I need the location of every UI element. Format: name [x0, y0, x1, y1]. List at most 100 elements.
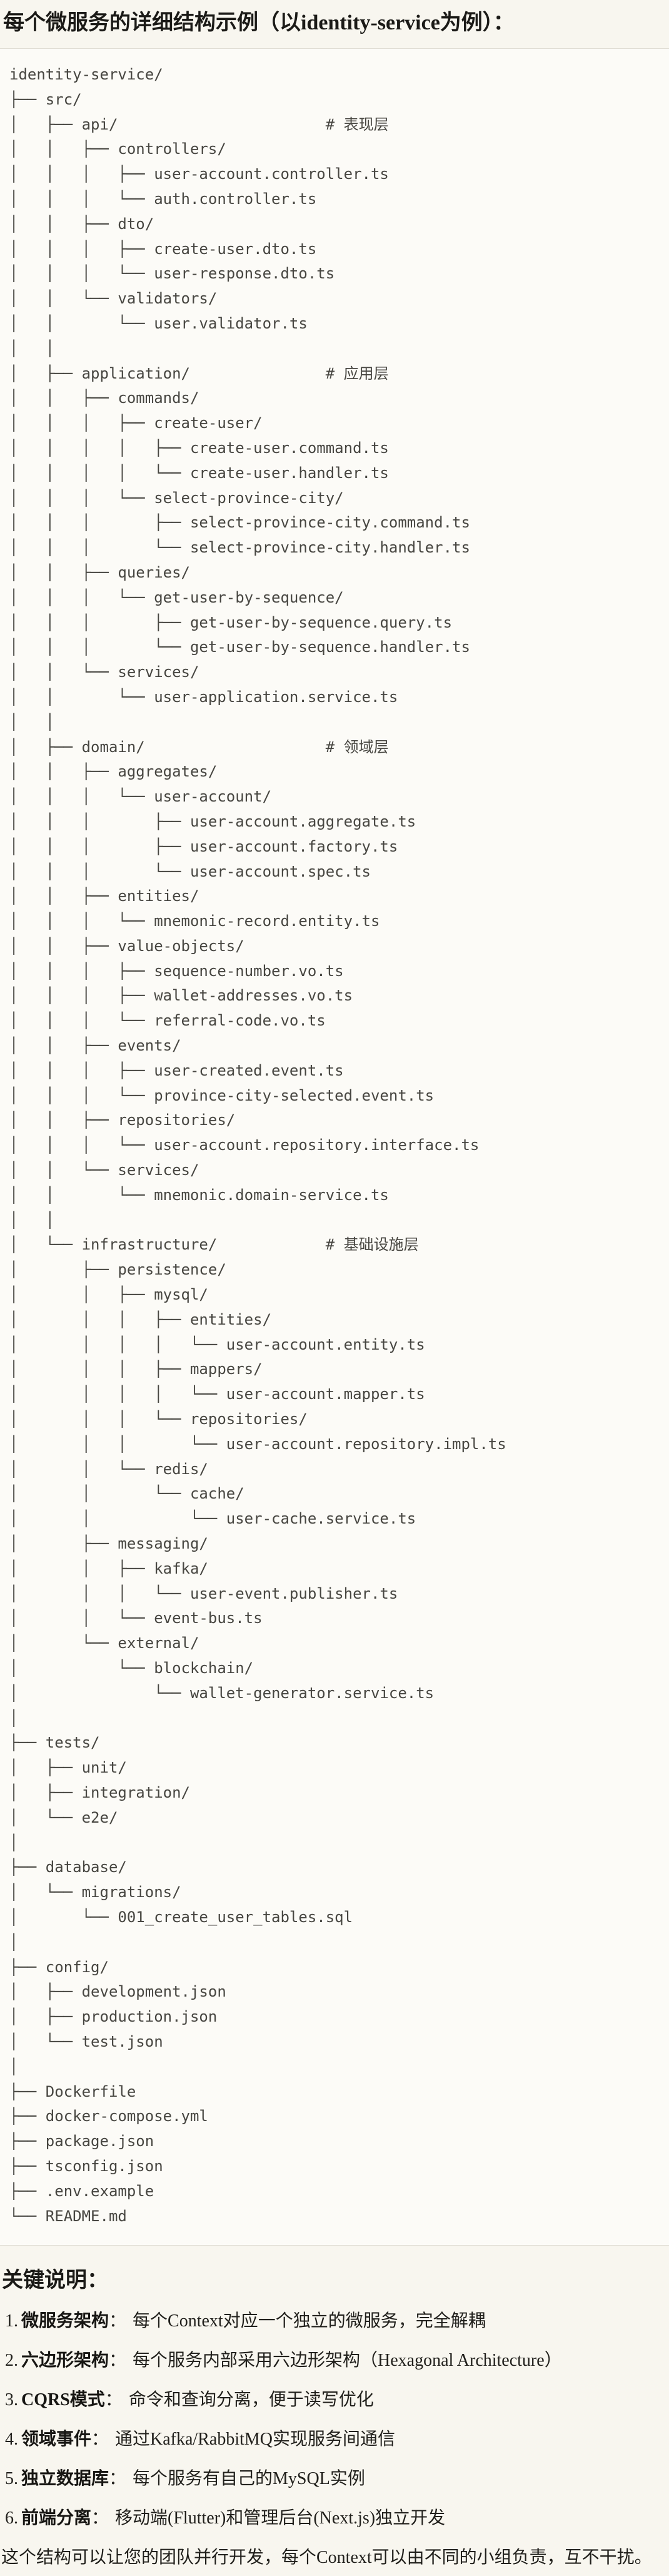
note-term: CQRS模式 [21, 2390, 105, 2410]
note-description: 每个服务有自己的MySQL实例 [133, 2469, 365, 2489]
tree-line: │ ├── messaging/ [9, 1535, 208, 1553]
closing-paragraph: 这个结构可以让您的团队并行开发，每个Context可以由不同的小组负责，互不干扰… [1, 2548, 652, 2568]
tree-line: │ ├── unit/ [9, 1759, 127, 1777]
note-description: 通过Kafka/RabbitMQ实现服务间通信 [115, 2430, 395, 2450]
note-term: 独立数据库 [21, 2469, 109, 2489]
tree-line: │ │ └── validators/ [9, 290, 218, 308]
tree-line: │ │ │ ├── create-user/ [9, 414, 263, 432]
note-description: 每个服务内部采用六边形架构（Hexagonal Architecture） [133, 2351, 562, 2371]
tree-line: │ │ │ ├── wallet-addresses.vo.ts [9, 987, 353, 1005]
tree-line: │ │ ├── aggregates/ [9, 763, 218, 781]
tree-line: │ [9, 1933, 19, 1951]
note-term: 六边形架构 [21, 2351, 109, 2371]
tree-line: │ ├── domain/ # 领域层 [9, 738, 389, 756]
tree-line: │ │ │ ├── user-account.factory.ts [9, 837, 398, 855]
tree-line: │ │ │ └── auth.controller.ts [9, 190, 317, 208]
tree-line: │ │ │ ├── select-province-city.command.t… [9, 514, 470, 532]
tree-line: │ [9, 1709, 19, 1727]
tree-line: │ │ └── mnemonic.domain-service.ts [9, 1186, 389, 1204]
tree-line: │ │ └── redis/ [9, 1460, 208, 1478]
tree-line: │ └── infrastructure/ # 基础设施层 [9, 1236, 419, 1254]
tree-line: │ │ └── event-bus.ts [9, 1609, 263, 1627]
tree-line: │ │ │ │ └── create-user.handler.ts [9, 464, 389, 482]
tree-line: ├── tsconfig.json [9, 2157, 163, 2175]
tree-line: │ │ [9, 713, 55, 731]
tree-line: ├── package.json [9, 2132, 154, 2151]
tree-line: │ ├── application/ # 应用层 [9, 364, 389, 382]
tree-line: │ │ │ └── get-user-by-sequence/ [9, 588, 344, 606]
tree-line: │ ├── production.json [9, 2008, 218, 2026]
tree-line: │ │ ├── value-objects/ [9, 937, 244, 955]
page-title: 每个微服务的详细结构示例（以identity-service为例）： [3, 11, 515, 34]
tree-line: │ │ │ ├── get-user-by-sequence.query.ts [9, 613, 453, 631]
tree-line: │ │ │ ├── sequence-number.vo.ts [9, 962, 344, 980]
tree-line: │ │ └── cache/ [9, 1485, 244, 1503]
note-description: 移动端(Flutter)和管理后台(Next.js)独立开发 [115, 2508, 446, 2528]
tree-line: ├── docker-compose.yml [9, 2107, 208, 2125]
tree-line: │ │ │ ├── entities/ [9, 1310, 272, 1328]
note-separator: ： [109, 2469, 127, 2489]
note-item: 4.领域事件：通过Kafka/RabbitMQ实现服务间通信 [5, 2428, 669, 2451]
note-item: 5.独立数据库： 每个服务有自己的MySQL实例 [5, 2468, 669, 2490]
note-item: 2.六边形架构： 每个服务内部采用六边形架构（Hexagonal Architec… [5, 2349, 669, 2372]
tree-line: │ │ │ └── select-province-city/ [9, 489, 344, 507]
note-separator: ： [109, 2351, 127, 2371]
code-block: identity-service/ ├── src/ │ ├── api/ # … [0, 48, 669, 2246]
tree-line: │ │ │ └── select-province-city.handler.t… [9, 539, 470, 557]
tree-line: │ │ ├── commands/ [9, 389, 199, 407]
tree-line: │ │ [9, 339, 55, 357]
document: 每个微服务的详细结构示例（以identity-service为例）： ident… [0, 9, 669, 2569]
tree-line: │ │ [9, 1211, 55, 1229]
tree-line: │ ├── integration/ [9, 1783, 190, 1801]
tree-line: │ │ ├── repositories/ [9, 1111, 236, 1129]
note-number: 4. [5, 2430, 18, 2450]
note-number: 5. [5, 2469, 18, 2489]
tree-line: │ │ └── services/ [9, 663, 199, 681]
tree-line: │ │ │ ├── mappers/ [9, 1360, 263, 1378]
tree-line: │ │ ├── entities/ [9, 887, 199, 905]
tree-line: │ └── 001_create_user_tables.sql [9, 1908, 353, 1926]
tree-line: │ ├── api/ # 表现层 [9, 115, 389, 133]
tree-line: │ │ │ └── user-event.publisher.ts [9, 1584, 398, 1602]
tree-line: │ └── test.json [9, 2032, 163, 2050]
tree-line: ├── src/ [9, 90, 82, 108]
directory-tree: identity-service/ ├── src/ │ ├── api/ # … [9, 63, 659, 2229]
tree-line: └── README.md [9, 2207, 127, 2225]
note-number: 3. [5, 2390, 18, 2410]
tree-line: │ │ └── services/ [9, 1161, 199, 1179]
note-term: 领域事件 [21, 2430, 92, 2450]
note-separator: ： [91, 2508, 109, 2528]
tree-line: │ │ │ └── get-user-by-sequence.handler.t… [9, 638, 470, 656]
tree-line: │ │ ├── queries/ [9, 563, 190, 581]
notes-list: 1.微服务架构：每个Context对应一个独立的微服务，完全解耦 2.六边形架构… [0, 2310, 669, 2530]
tree-line: │ │ │ ├── user-account.controller.ts [9, 165, 389, 183]
note-separator: ： [109, 2311, 127, 2331]
tree-line: │ ├── development.json [9, 1983, 226, 2001]
tree-line: │ │ ├── kafka/ [9, 1559, 208, 1577]
tree-line: ├── tests/ [9, 1734, 100, 1752]
tree-line: │ └── blockchain/ [9, 1659, 254, 1677]
note-separator: ： [104, 2390, 123, 2410]
tree-line: │ │ │ └── mnemonic-record.entity.ts [9, 912, 380, 930]
notes-heading: 关键说明： [2, 2269, 108, 2293]
tree-line: │ ├── persistence/ [9, 1261, 226, 1279]
tree-line: │ │ └── user.validator.ts [9, 314, 308, 332]
note-description: 每个Context对应一个独立的微服务，完全解耦 [133, 2311, 486, 2331]
tree-line: │ │ └── user-cache.service.ts [9, 1510, 416, 1528]
tree-line: ├── .env.example [9, 2182, 154, 2200]
tree-line: │ │ ├── dto/ [9, 215, 154, 233]
note-item: 3.CQRS模式：命令和查询分离，便于读写优化 [5, 2389, 669, 2411]
tree-line: │ │ │ ├── user-account.aggregate.ts [9, 812, 416, 830]
tree-line: │ │ │ └── user-response.dto.ts [9, 265, 335, 283]
tree-line: │ └── wallet-generator.service.ts [9, 1684, 435, 1702]
tree-line: │ │ │ └── referral-code.vo.ts [9, 1012, 326, 1030]
tree-line: ├── config/ [9, 1958, 109, 1976]
tree-line: │ │ └── user-application.service.ts [9, 688, 398, 706]
note-number: 1. [5, 2311, 18, 2331]
note-term: 前端分离 [21, 2508, 92, 2528]
note-number: 2. [5, 2351, 18, 2371]
tree-line: │ │ │ └── repositories/ [9, 1410, 308, 1428]
tree-line: │ └── external/ [9, 1634, 199, 1652]
tree-line: │ [9, 2057, 19, 2075]
note-description: 命令和查询分离，便于读写优化 [128, 2390, 374, 2410]
